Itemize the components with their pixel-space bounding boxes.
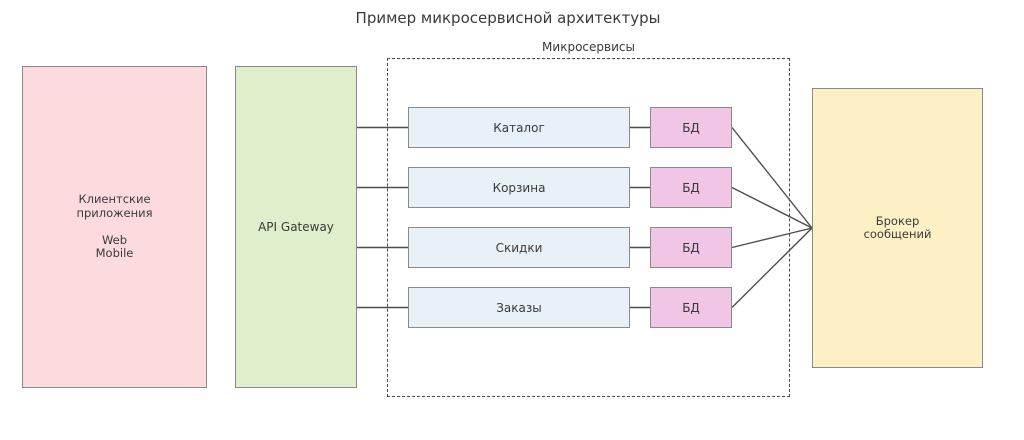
db-box-discounts: БД <box>650 227 732 268</box>
db-box-catalog: БД <box>650 107 732 148</box>
db-box-orders: БД <box>650 287 732 328</box>
microservices-group-label: Микросервисы <box>542 40 635 54</box>
service-box-cart: Корзина <box>408 167 630 208</box>
service-box-orders: Заказы <box>408 287 630 328</box>
message-broker-box: Брокер сообщений <box>812 88 983 368</box>
microservices-group: Микросервисы <box>387 40 790 397</box>
service-box-catalog: Каталог <box>408 107 630 148</box>
diagram-title: Пример микросервисной архитектуры <box>355 9 661 27</box>
db-box-cart: БД <box>650 167 732 208</box>
service-box-discounts: Скидки <box>408 227 630 268</box>
api-gateway-box: API Gateway <box>235 66 357 388</box>
client-applications-box: Клиентские приложения Web Mobile <box>22 66 207 388</box>
